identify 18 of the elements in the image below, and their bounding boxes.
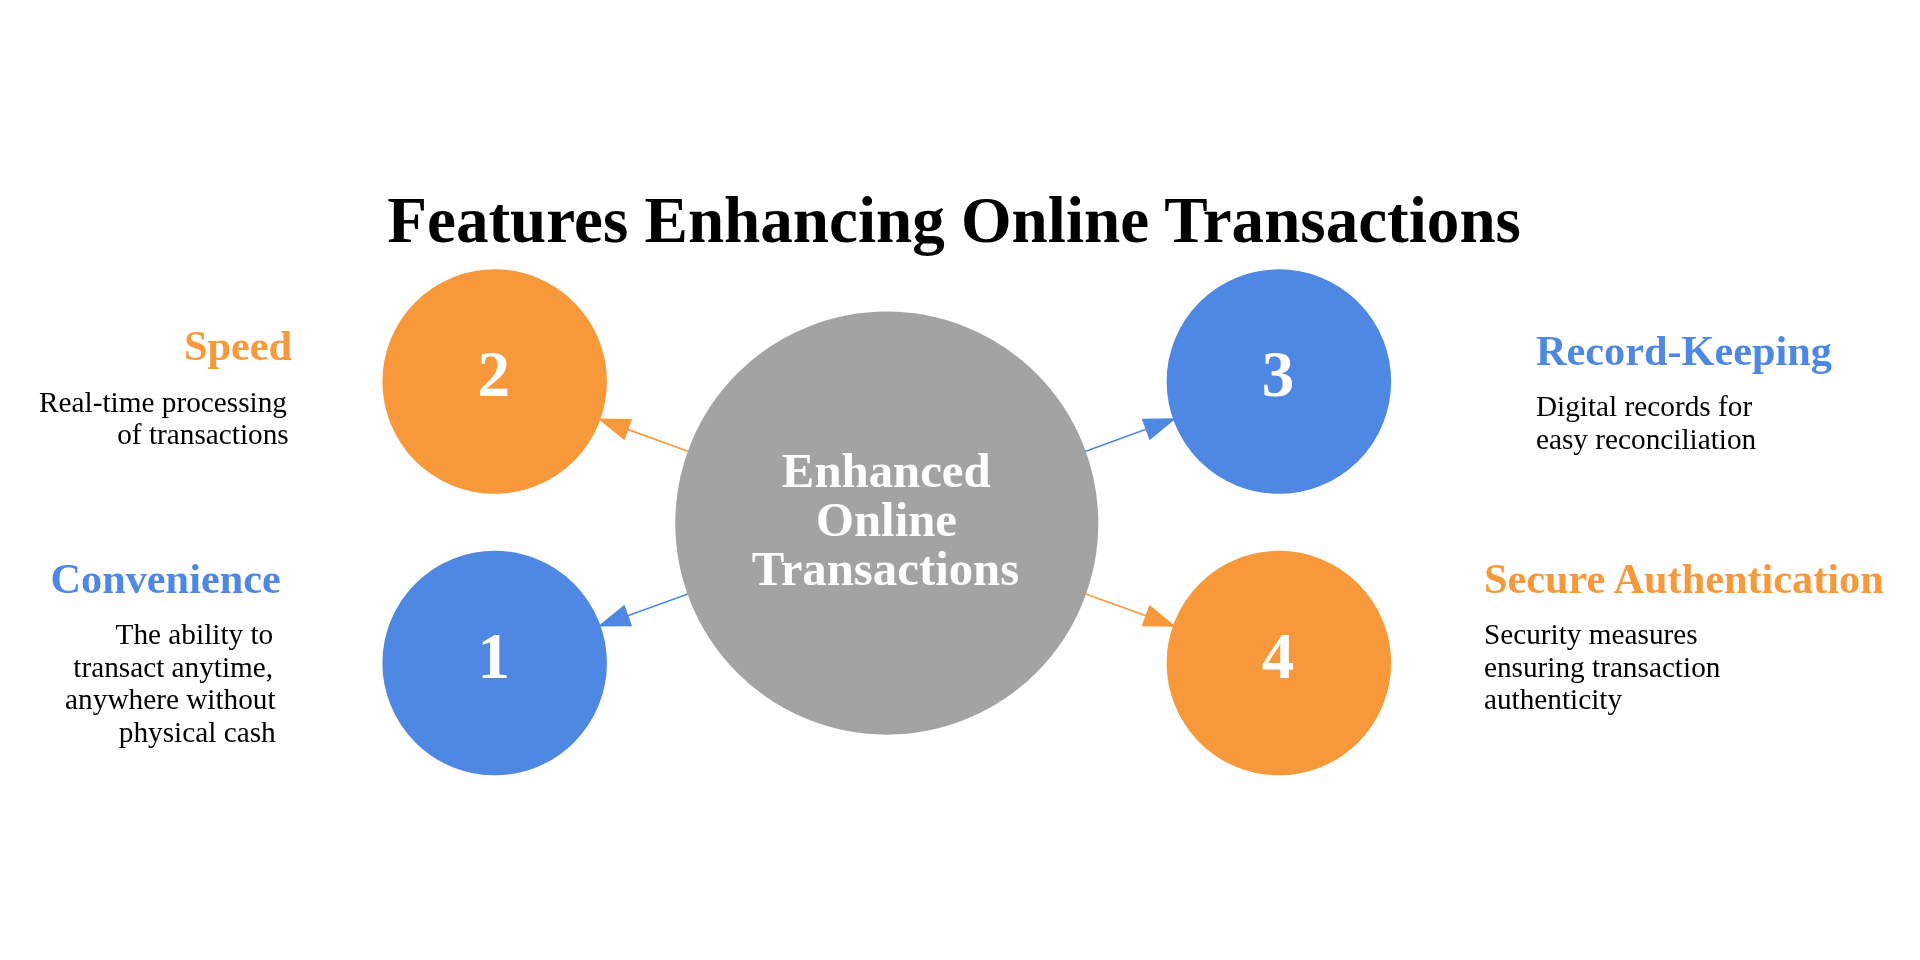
node-label: Real-time processing of transactions [39, 385, 289, 451]
node-label: Convenience [50, 554, 281, 602]
node-label: Digital records for easy reconciliation [1535, 390, 1757, 455]
node-label: Speed [183, 322, 293, 370]
arrow [1084, 593, 1177, 627]
node-label: The ability to transact anytime, anywhere without physical cash [65, 618, 276, 748]
node-circle: Enhanced Online Transactions [675, 311, 1099, 735]
node-label: Security measures ensuring transaction authenticity [1483, 618, 1721, 716]
node-circle: 1 [382, 550, 607, 776]
arrow [1084, 418, 1177, 453]
diagram-title: Features Enhancing Online Transactions [387, 184, 1521, 257]
node-label: Record-Keeping [1535, 326, 1832, 374]
node-circle: 4 [1166, 550, 1392, 776]
arrow [597, 593, 689, 627]
arrow [597, 418, 689, 453]
node-label: Secure Authentication [1483, 554, 1884, 602]
node-circle: 2 [382, 269, 607, 494]
node-circle: 3 [1166, 269, 1392, 494]
